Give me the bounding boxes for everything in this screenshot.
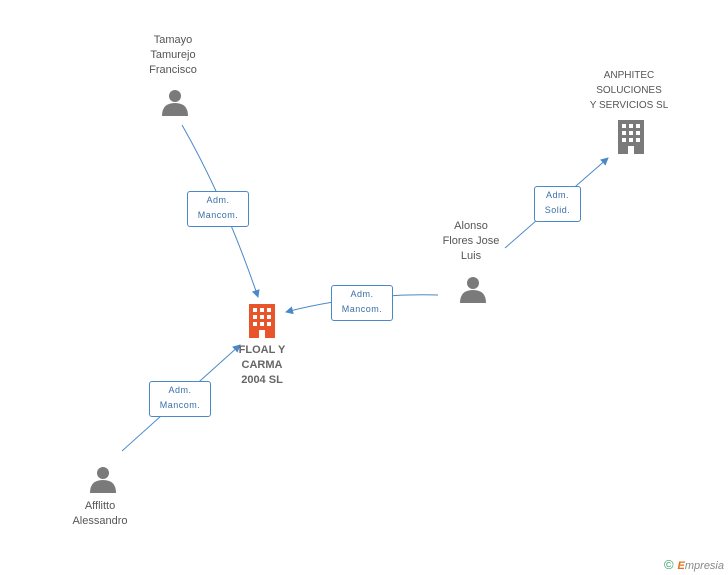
edge-label-tamayo-floal[interactable]: Adm. Mancom. (187, 191, 249, 227)
person-icon-alonso[interactable] (459, 275, 487, 303)
node-label-floal[interactable]: FLOAL Y CARMA 2004 SL (238, 344, 286, 386)
person-icon-afflitto[interactable] (89, 465, 117, 493)
copyright-symbol: © (663, 557, 674, 572)
node-label-tamayo[interactable]: Tamayo Tamurejo Francisco (149, 34, 197, 76)
node-label-alonso[interactable]: Alonso Flores Jose Luis (442, 220, 500, 262)
building-icon-floal[interactable] (247, 304, 277, 338)
copyright-footer: ©Empresia (664, 557, 724, 572)
node-label-anphitec[interactable]: ANPHITEC SOLUCIONES Y SERVICIOS SL (589, 70, 669, 111)
brand-logo-initial: E (677, 560, 685, 572)
person-icon-tamayo[interactable] (161, 88, 189, 116)
edge-label-alonso-floal[interactable]: Adm. Mancom. (331, 285, 393, 321)
edge-label-afflitto-floal[interactable]: Adm. Mancom. (149, 381, 211, 417)
node-label-afflitto[interactable]: Afflitto Alessandro (72, 500, 128, 527)
edge-label-alonso-anphitec[interactable]: Adm. Solid. (534, 186, 581, 222)
building-icon-anphitec[interactable] (616, 120, 646, 154)
brand-logo-text: mpresia (684, 560, 724, 572)
